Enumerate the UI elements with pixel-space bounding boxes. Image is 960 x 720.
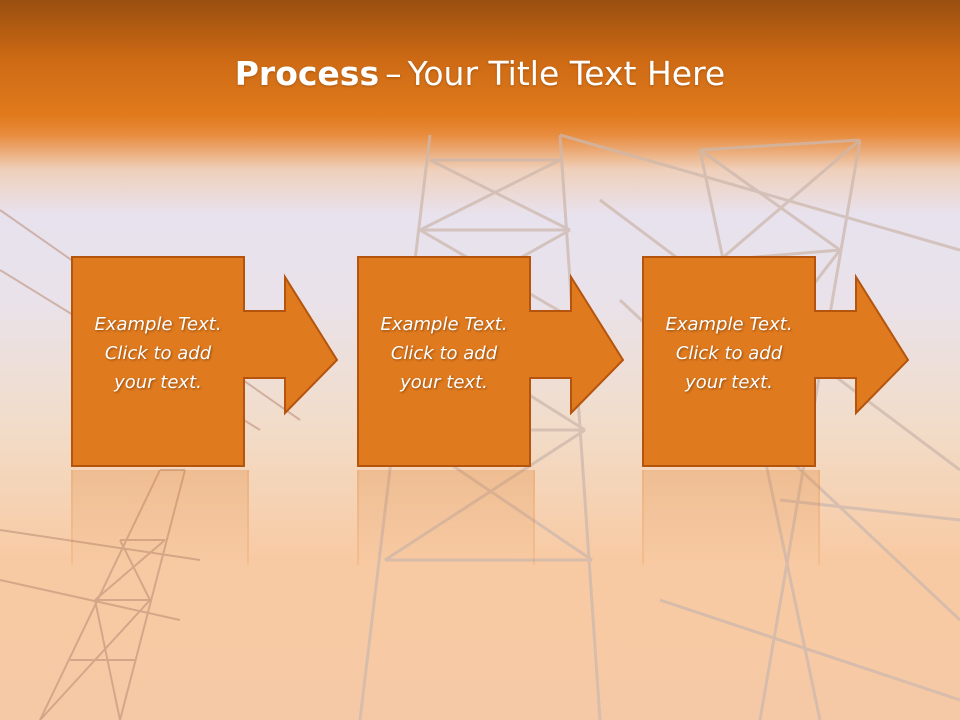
step-line-2: Click to add — [675, 343, 783, 364]
step-line-3: your text. — [685, 372, 773, 393]
step-line-1: Example Text. — [380, 314, 508, 335]
step-line-3: your text. — [114, 372, 202, 393]
step-line-3: your text. — [400, 372, 488, 393]
arrow-right-icon — [642, 256, 910, 467]
step-line-1: Example Text. — [94, 314, 222, 335]
title-text: Your Title Text Here — [407, 54, 726, 93]
step-line-1: Example Text. — [665, 314, 793, 335]
arrow-right-icon — [357, 256, 625, 467]
step-reflection — [357, 470, 535, 565]
title-separator: – — [385, 54, 402, 93]
step-text[interactable]: Example Text. Click to add your text. — [642, 310, 816, 397]
arrow-right-icon — [71, 256, 339, 467]
step-line-2: Click to add — [390, 343, 498, 364]
process-step-3[interactable]: Example Text. Click to add your text. — [642, 256, 928, 468]
step-reflection — [642, 470, 820, 565]
step-text[interactable]: Example Text. Click to add your text. — [357, 310, 531, 397]
process-step-1[interactable]: Example Text. Click to add your text. — [71, 256, 357, 468]
step-text[interactable]: Example Text. Click to add your text. — [71, 310, 245, 397]
process-step-2[interactable]: Example Text. Click to add your text. — [357, 256, 643, 468]
step-reflection — [71, 470, 249, 565]
title-bold-word: Process — [234, 54, 380, 93]
step-line-2: Click to add — [104, 343, 212, 364]
slide-title[interactable]: Process–Your Title Text Here — [0, 52, 960, 96]
